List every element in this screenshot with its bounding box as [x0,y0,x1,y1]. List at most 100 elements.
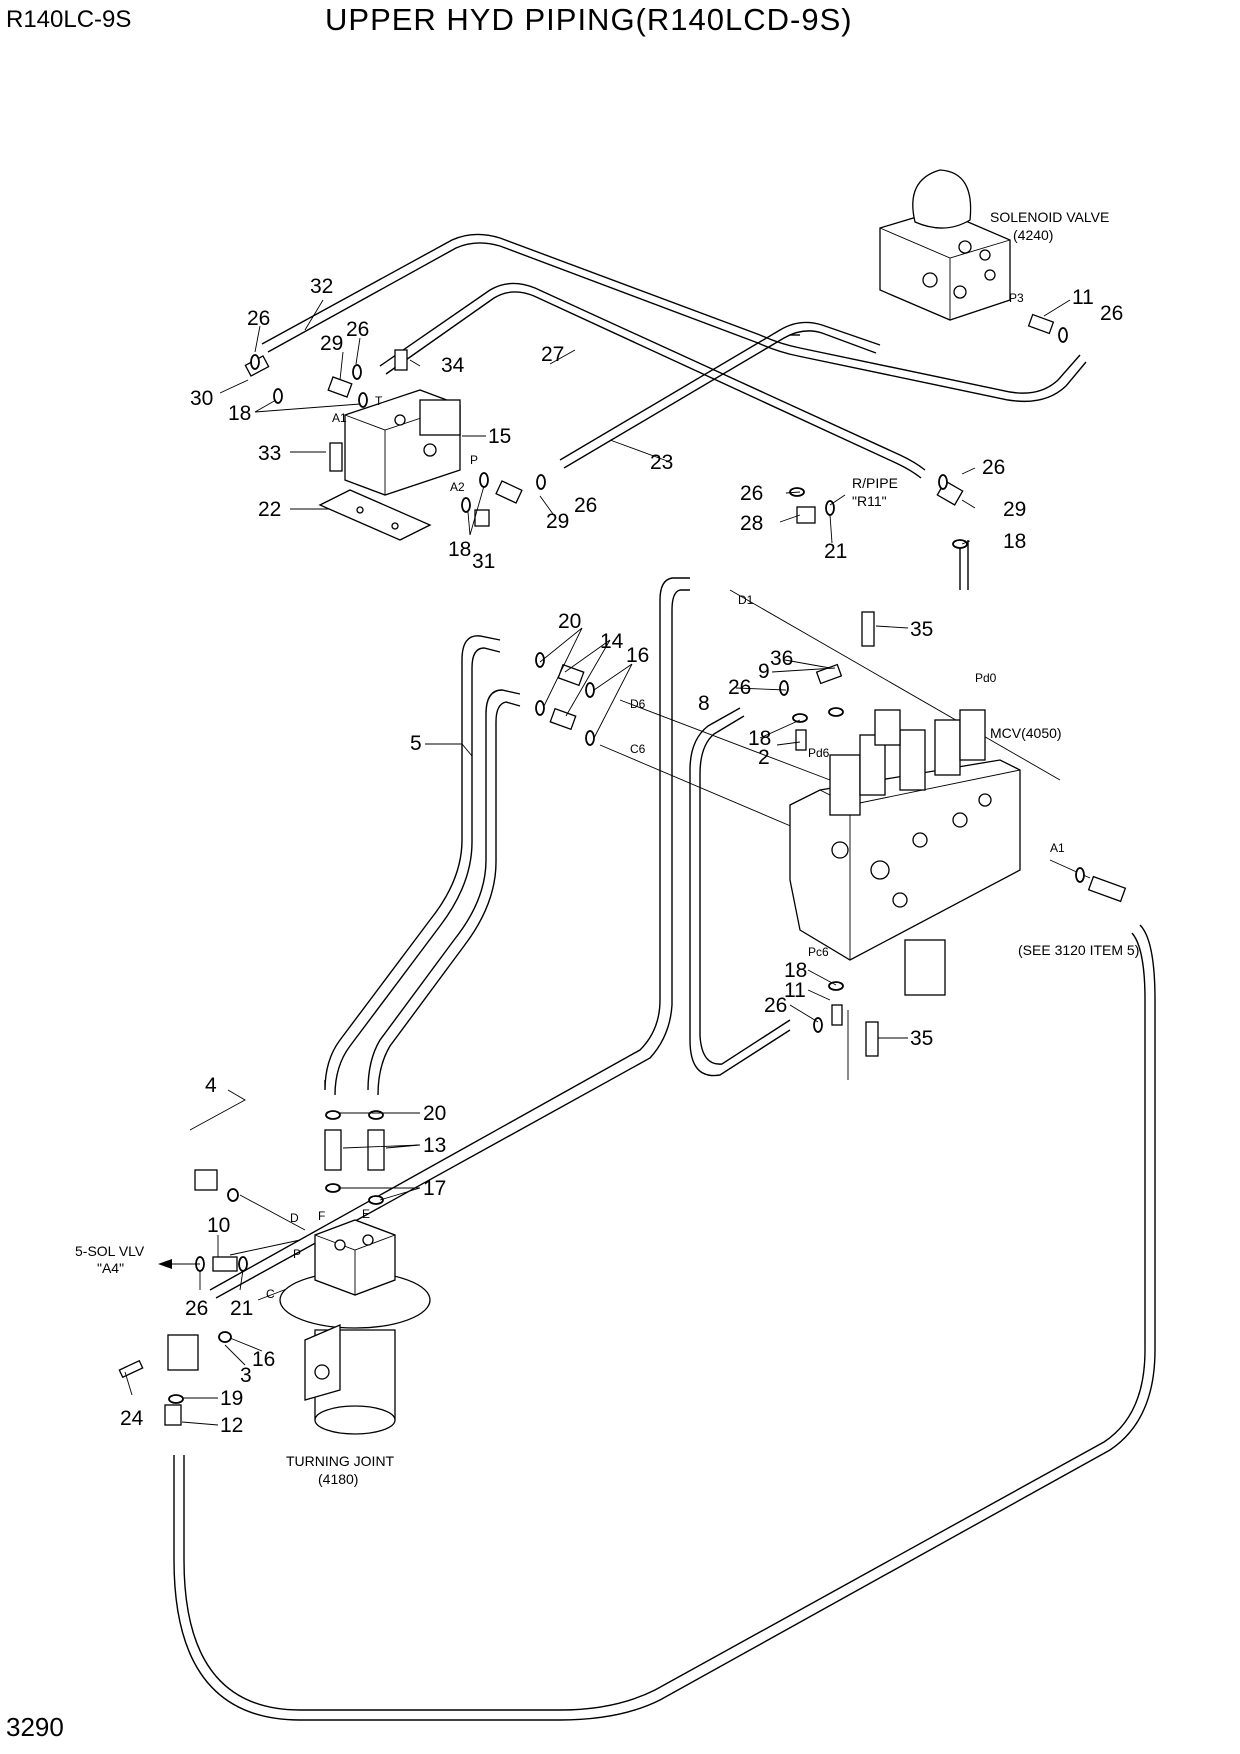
callout-17: 17 [423,1177,446,1200]
callout-18: 18 [228,402,251,425]
callout-24: 24 [120,1407,144,1430]
pipe-5 [324,635,521,1096]
callout-35: 35 [910,1027,933,1050]
callout-18: 18 [448,538,471,561]
model-number: R140LC-9S [6,6,132,33]
port-pc6: Pc6 [808,945,829,959]
callout-23: 23 [650,451,673,474]
leader-lines [229,540,1091,1301]
solenoid-valve-ref: (4240) [1013,227,1053,243]
hose-23 [559,321,881,469]
turning-joint [279,1219,431,1435]
pipe-8 [689,707,791,1077]
callout-34: 34 [441,354,465,377]
callout-31: 31 [472,550,495,573]
component-labels: SOLENOID VALVE (4240) MCV(4050) TURNING … [75,209,1139,1487]
callout-29: 29 [546,510,569,533]
callout-2: 2 [758,746,770,769]
callout-30: 30 [190,387,213,410]
callout-27: 27 [541,343,564,366]
sol-vlv-ref: "A4" [97,1260,124,1276]
callout-9: 9 [758,660,770,683]
callout-26: 26 [1100,302,1123,325]
block-valve-15 [318,389,461,541]
callout-21: 21 [824,540,847,563]
callout-35: 35 [910,618,933,641]
callout-12: 12 [220,1414,243,1437]
callout-leaders [124,299,1071,1426]
turning-joint-label: TURNING JOINT [286,1453,395,1469]
callout-26: 26 [728,676,751,699]
r-pipe-label: R/PIPE [852,475,898,491]
callout-32: 32 [310,275,333,298]
callout-26: 26 [346,318,369,341]
callout-33: 33 [258,442,281,465]
pipe-32 [261,233,1087,403]
turning-joint-ref: (4180) [318,1471,358,1487]
callout-26: 26 [574,494,597,517]
callout-4: 4 [205,1074,217,1097]
port-labels: P3 A1 T P A2 D1 D6 C6 Pd0 Pd6 A1 Pc6 D F… [266,291,1065,1301]
port-pd0: Pd0 [975,671,997,685]
port-p-block: P [470,453,478,467]
fittings [118,313,1127,1426]
mcv-label: MCV(4050) [990,725,1062,741]
port-d6: D6 [630,697,646,711]
callout-36: 36 [770,647,793,670]
port-pd6: Pd6 [808,746,830,760]
callout-20: 20 [423,1102,446,1125]
see-reference-label: (SEE 3120 ITEM 5) [1018,942,1139,958]
callout-21: 21 [230,1297,253,1320]
callout-13: 13 [423,1134,446,1157]
callout-19: 19 [220,1387,243,1410]
port-c6: C6 [630,742,646,756]
callout-29: 29 [1003,498,1026,521]
port-a1-mcv: A1 [1050,841,1065,855]
solenoid-valve-label: SOLENOID VALVE [990,209,1109,225]
port-c: C [266,1287,275,1301]
port-a2: A2 [450,480,465,494]
page-number: 3290 [6,1712,64,1742]
callout-8: 8 [698,692,710,715]
callout-10: 10 [207,1214,230,1237]
callout-22: 22 [258,498,281,521]
port-e: E [362,1207,370,1221]
arrow-to-sol-vlv [158,494,846,1269]
sol-vlv-label: 5-SOL VLV [75,1243,145,1259]
callout-18: 18 [1003,530,1026,553]
mcv-main-control-valve [789,709,1021,996]
callout-16: 16 [252,1348,275,1371]
callout-26: 26 [185,1297,208,1320]
port-a1-block: A1 [332,411,347,425]
callout-26: 26 [740,482,763,505]
callout-26: 26 [764,994,787,1017]
callout-14: 14 [600,630,624,653]
r-pipe-ref: "R11" [852,493,887,509]
port-d: D [290,1211,299,1225]
pipe-27 [379,282,926,479]
callout-28: 28 [740,512,763,535]
callout-numbers: 32 26 29 26 34 27 30 18 15 33 23 22 29 2… [120,275,1123,1437]
port-t: T [375,394,383,408]
solenoid-valve-block [879,169,1011,321]
port-f: F [318,1209,325,1223]
callout-16: 16 [626,644,649,667]
callout-5: 5 [410,732,422,755]
callout-11: 11 [1072,286,1094,309]
page-title: UPPER HYD PIPING(R140LCD-9S) [325,2,853,37]
callout-29: 29 [320,332,343,355]
callout-18: 18 [784,959,807,982]
callout-11: 11 [784,979,806,1002]
port-p3: P3 [1009,291,1024,305]
port-p-tj: P [293,1247,301,1261]
callout-15: 15 [488,425,511,448]
port-d1: D1 [738,593,754,607]
pipe-d1 [209,577,690,1299]
callout-26: 26 [247,307,270,330]
callout-18: 18 [748,727,771,750]
callout-3: 3 [240,1364,252,1387]
pipe-12 [173,924,1156,1721]
callout-20: 20 [558,610,581,633]
callout-26: 26 [982,456,1005,479]
